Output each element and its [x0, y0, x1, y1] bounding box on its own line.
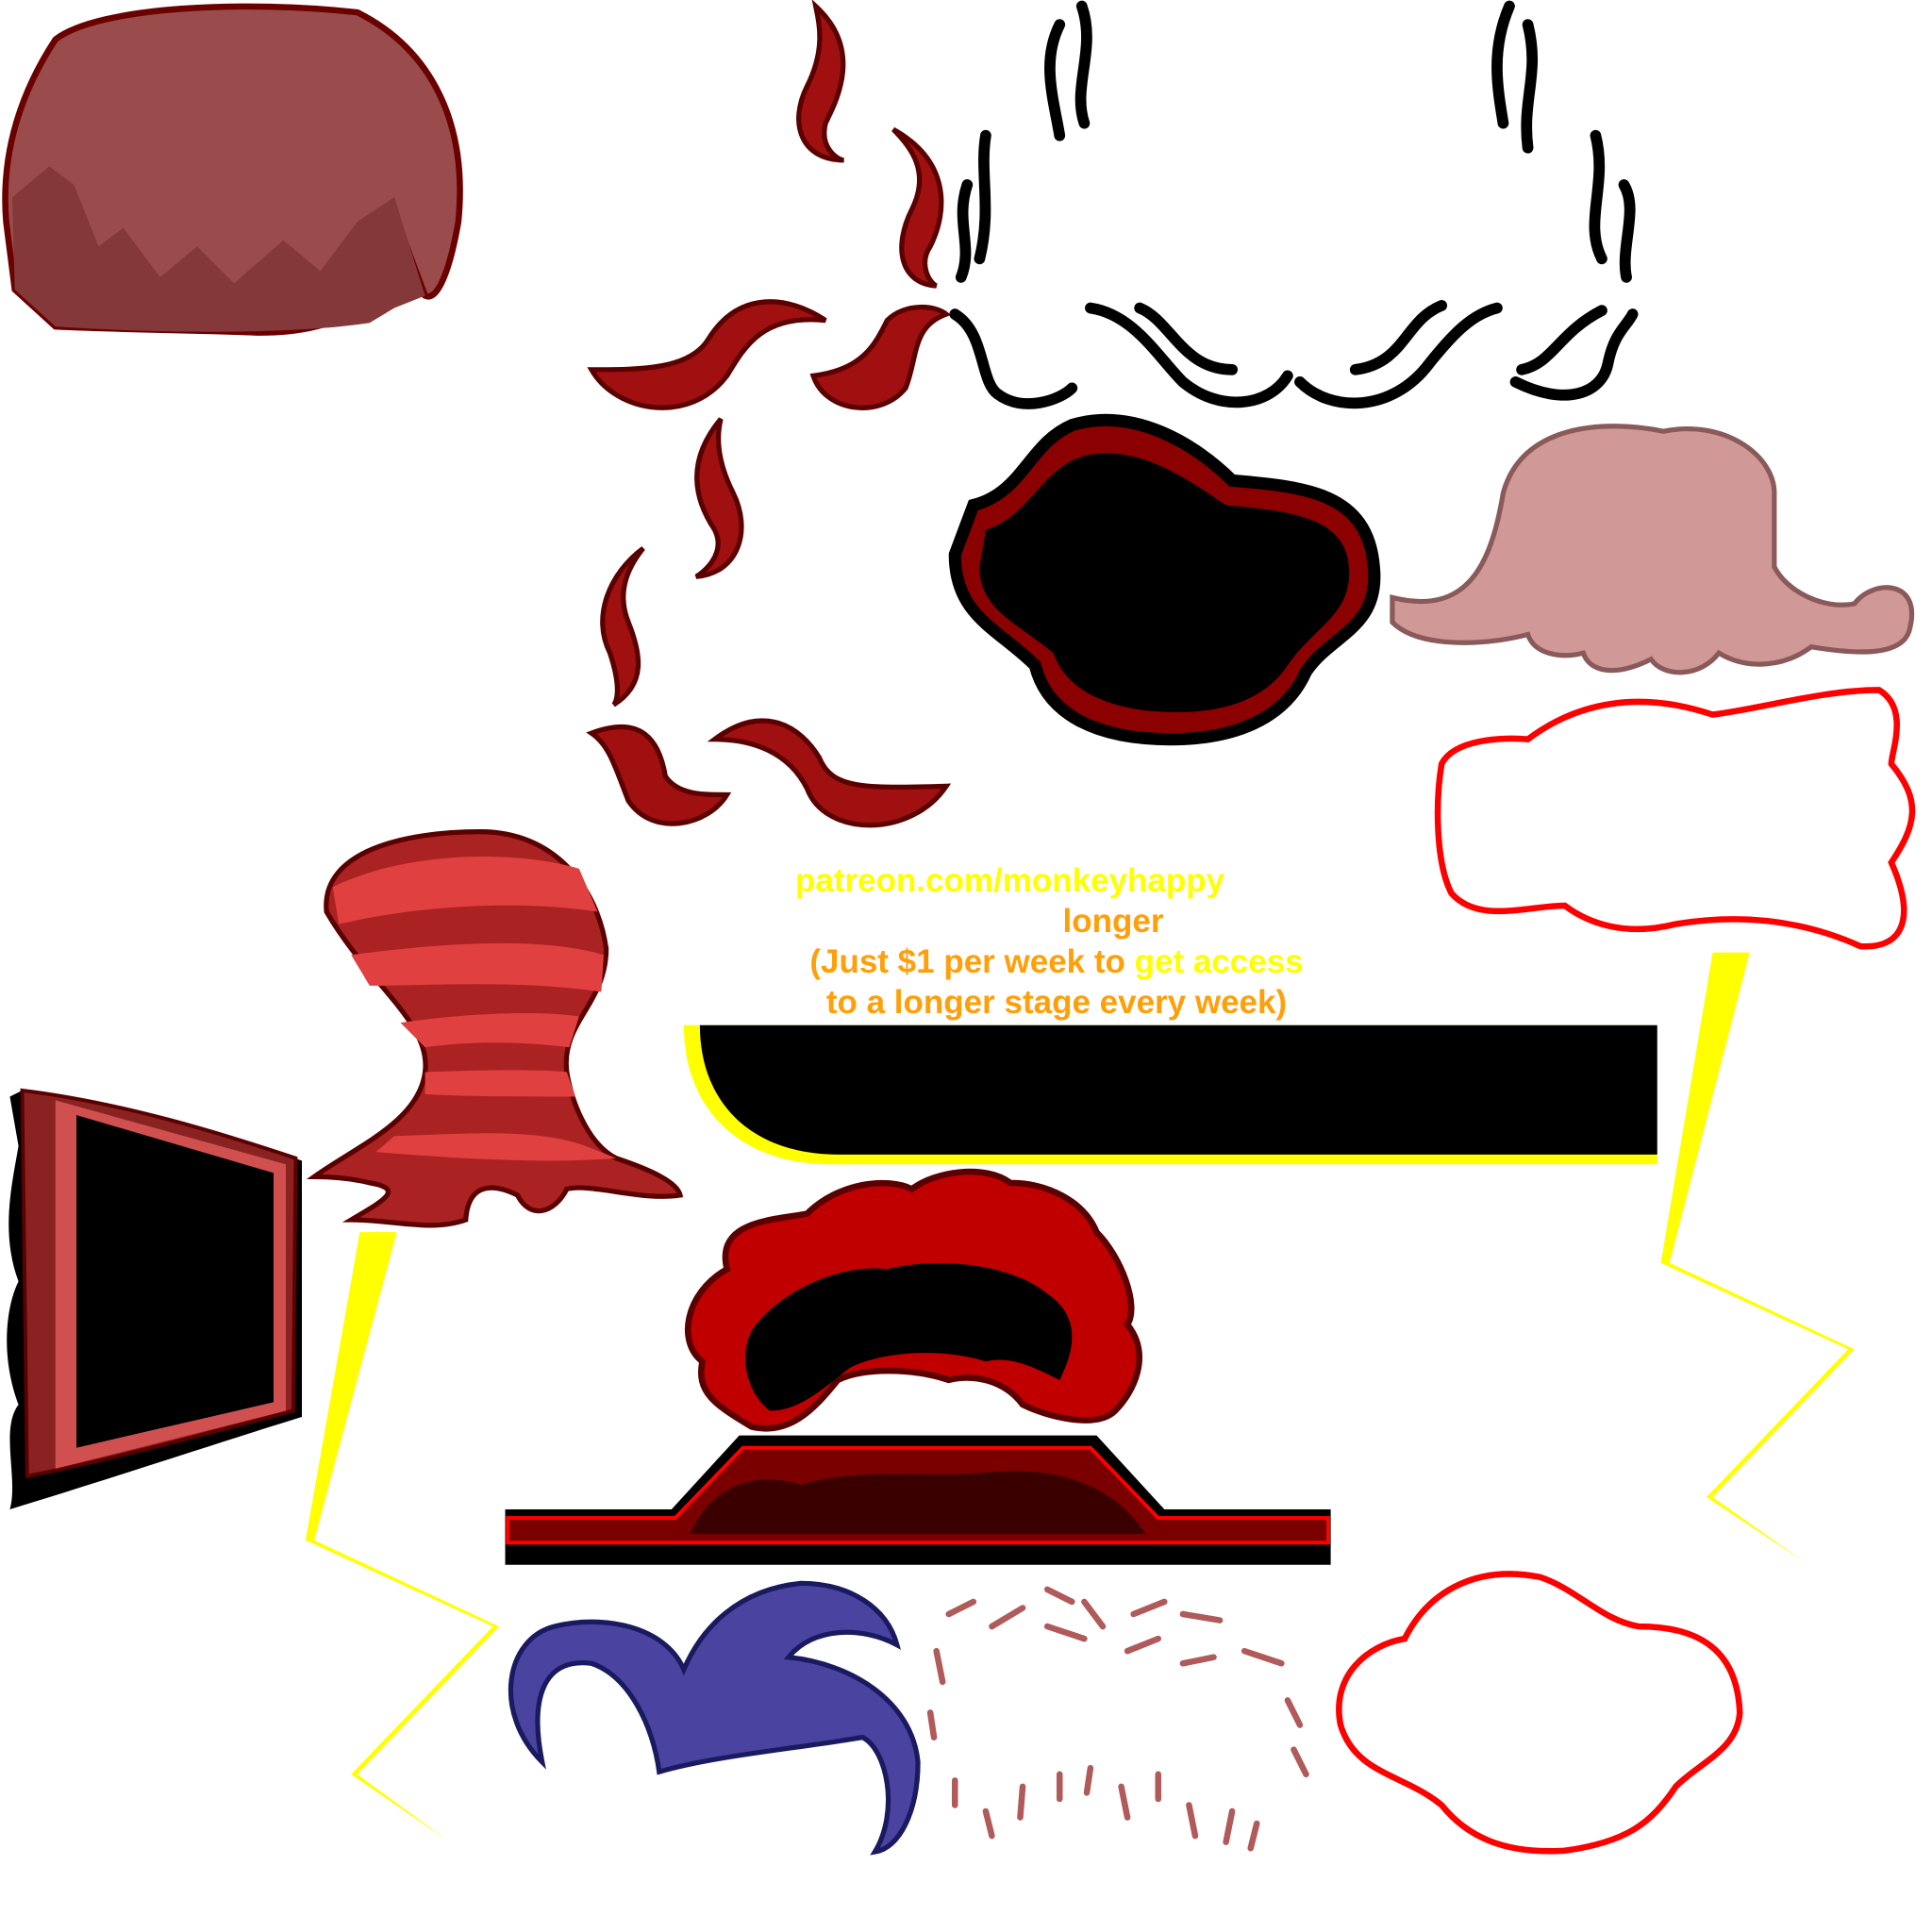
striped-octopus-sprite: [306, 829, 684, 1228]
promo-line-3b: get access: [1134, 943, 1304, 980]
jester-hat-sprite: [508, 1580, 921, 1856]
pink-hair-sprite: [1390, 424, 1915, 675]
yellow-lightning-lines: [305, 952, 1855, 1842]
promo-line-3: (Just $1 per week to get access: [809, 943, 1303, 980]
red-swirl-sprites: [586, 0, 952, 828]
red-outline-cloud-sprite: [1434, 687, 1916, 950]
red-afro-sprite: [685, 1168, 1142, 1432]
promo-line-4: to a longer stage every week): [825, 984, 1288, 1021]
red-outline-cloud-sprite-2: [1336, 1571, 1743, 1855]
patreon-promo-text: patreon.com/monkeyhappy longer (Just $1 …: [717, 860, 1396, 1023]
promo-word-longer: longer: [1062, 903, 1164, 940]
stage-platform-sprite: [505, 1435, 1331, 1565]
black-bar-sprite: [683, 1024, 1657, 1165]
brown-hair-sprite: [2, 3, 463, 336]
dashed-hair-sprite: [926, 1586, 1309, 1852]
black-squiggle-sprites: [949, 0, 1639, 409]
black-blob-sprite: [948, 413, 1381, 746]
picture-frame-sprite: [7, 1088, 302, 1509]
patreon-url[interactable]: patreon.com/monkeyhappy: [795, 862, 1225, 899]
promo-line-3a: (Just $1 per week to: [809, 943, 1135, 980]
